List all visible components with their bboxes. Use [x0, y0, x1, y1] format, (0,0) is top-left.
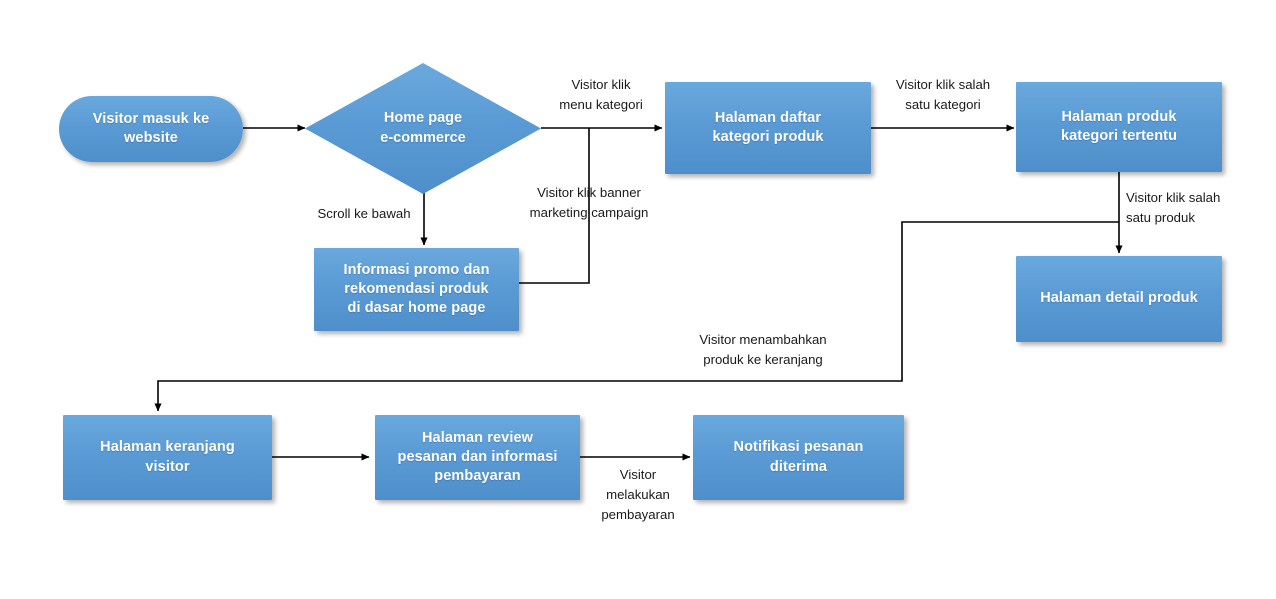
- node-label: Halaman keranjang visitor: [100, 439, 235, 475]
- node-halaman-keranjang-visitor[interactable]: Halaman keranjang visitor: [63, 415, 272, 500]
- edge-label-klik-salah-satu-kategori: Visitor klik salah satu kategori: [895, 77, 991, 113]
- edge-to-keranjang: [154, 221, 1119, 412]
- edge-label-klik-menu-kategori: Visitor klik menu kategori: [559, 77, 643, 113]
- node-visitor-masuk-ke-website[interactable]: Visitor masuk ke website: [59, 96, 243, 162]
- node-home-page-e-commerce[interactable]: Home page e-commerce: [305, 63, 541, 194]
- node-halaman-review-pesanan[interactable]: Halaman review pesanan dan informasi pem…: [375, 415, 580, 500]
- node-label: Halaman produk kategori tertentu: [1060, 108, 1178, 144]
- node-label: Halaman detail produk: [1040, 290, 1198, 307]
- node-label: Home page e-commerce: [380, 110, 466, 146]
- node-label: Notifikasi pesanan diterima: [733, 439, 864, 475]
- edge-label-klik-banner-marketing: Visitor klik banner marketing campaign: [529, 185, 649, 221]
- node-informasi-promo-rekomendasi[interactable]: Informasi promo dan rekomendasi produk d…: [314, 248, 519, 331]
- node-label: Halaman review pesanan dan informasi pem…: [397, 429, 558, 485]
- node-halaman-daftar-kategori-produk[interactable]: Halaman daftar kategori produk: [665, 82, 871, 174]
- node-halaman-detail-produk[interactable]: Halaman detail produk: [1016, 256, 1222, 342]
- edge-label-klik-salah-satu-produk: Visitor klik salah satu produk: [1126, 190, 1221, 226]
- node-label: Visitor masuk ke website: [92, 110, 210, 146]
- edge-label-scroll-ke-bawah: Scroll ke bawah: [317, 206, 411, 221]
- edge-label-menambahkan-produk: Visitor menambahkan produk ke keranjang: [699, 332, 827, 368]
- edge-label-melakukan-pembayaran: Visitor melakukan pembayaran: [601, 467, 675, 523]
- node-label: Informasi promo dan rekomendasi produk d…: [343, 261, 490, 317]
- node-notifikasi-pesanan-diterima[interactable]: Notifikasi pesanan diterima: [693, 415, 904, 500]
- node-label: Halaman daftar kategori produk: [712, 109, 824, 145]
- node-halaman-produk-kategori-tertentu[interactable]: Halaman produk kategori tertentu: [1016, 82, 1222, 172]
